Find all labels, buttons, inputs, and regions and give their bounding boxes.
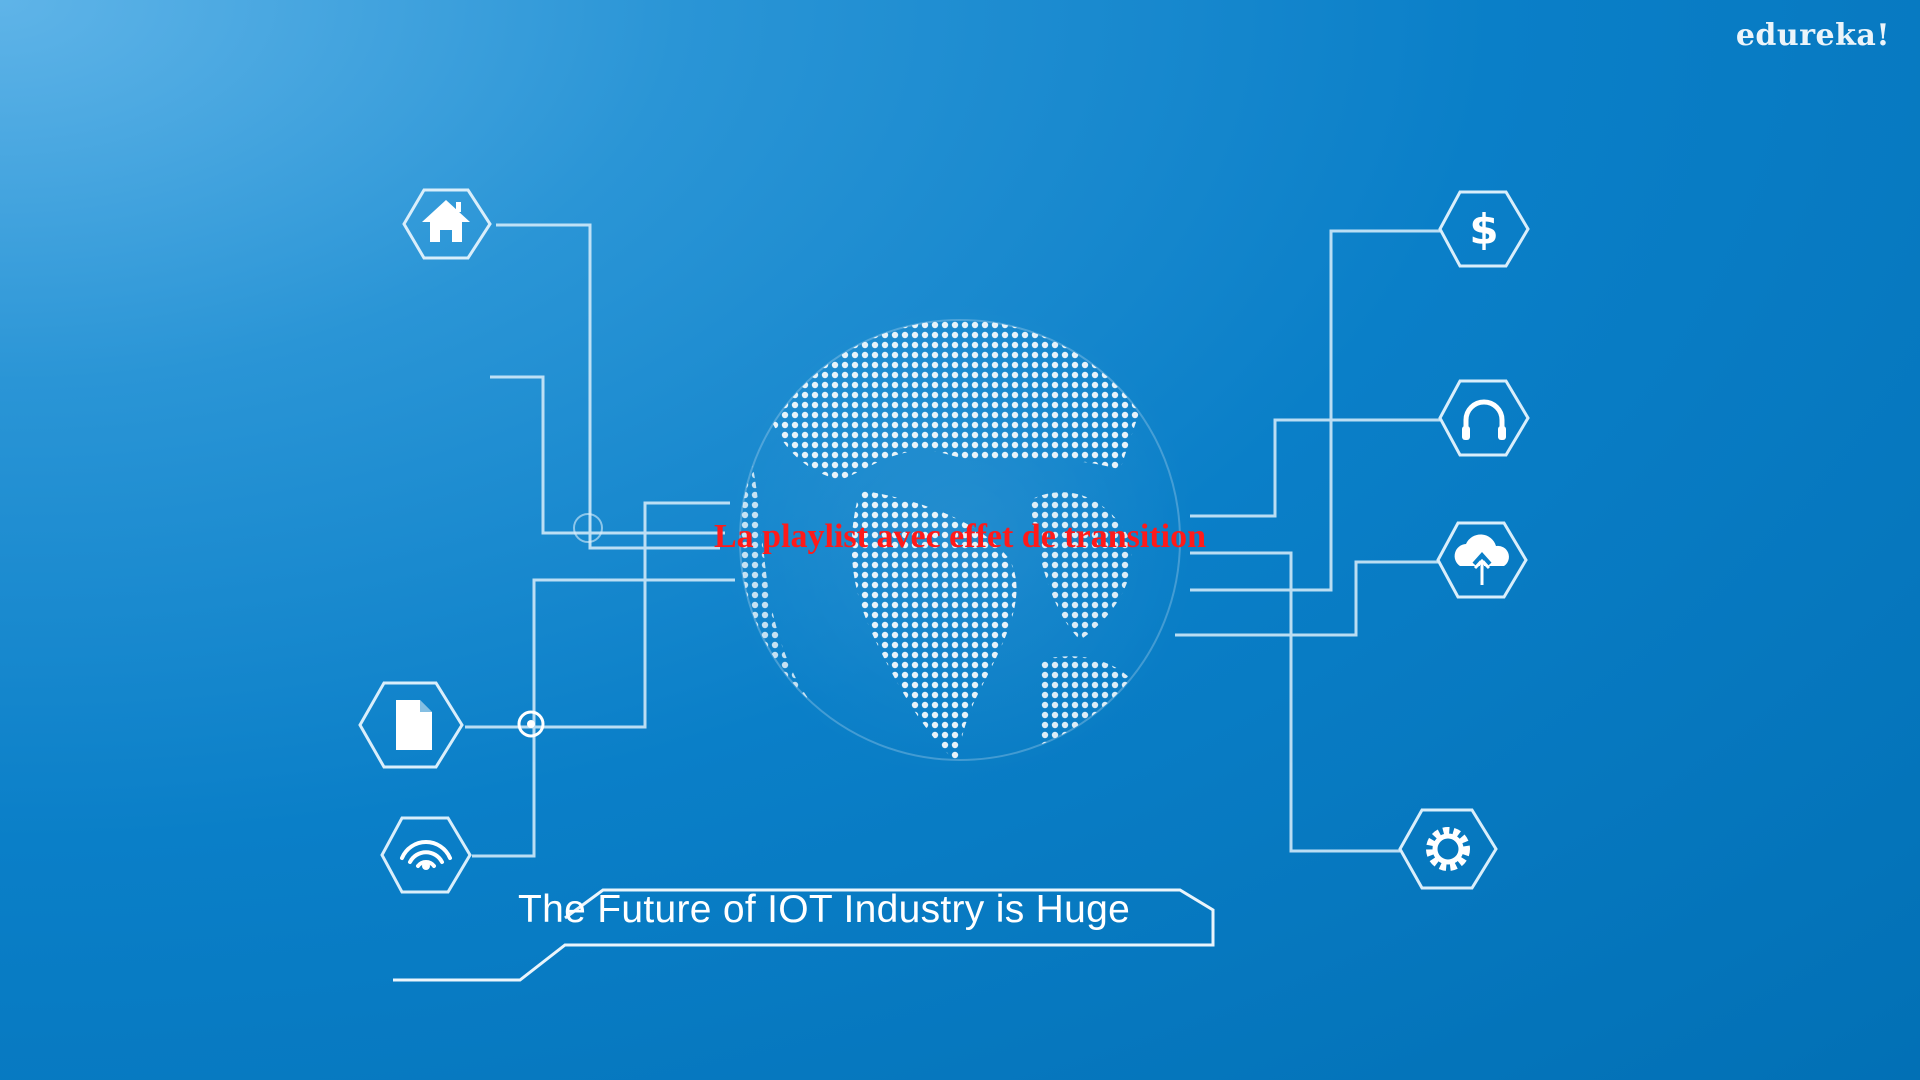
hex-dollar: $ <box>1438 190 1530 268</box>
line-wifi <box>472 578 735 858</box>
tagline-text: The Future of IOT Industry is Huge <box>518 888 1131 931</box>
hex-gear <box>1398 808 1498 890</box>
line-headphones <box>1190 418 1440 518</box>
node-left-upper <box>573 513 603 543</box>
document-icon <box>396 700 432 750</box>
line-cloud <box>1175 560 1440 637</box>
cloud-upload-icon <box>1454 534 1509 585</box>
home-icon <box>422 200 470 242</box>
line-home <box>496 223 720 550</box>
edureka-logo: edureka! <box>1735 18 1890 53</box>
hex-headphones <box>1438 379 1530 457</box>
line-dollar <box>1190 229 1440 592</box>
playlist-caption: La playlist avec effet de transition <box>714 518 1206 555</box>
line-document <box>465 501 730 729</box>
headphones-icon <box>1462 399 1506 440</box>
hex-cloud <box>1436 521 1528 599</box>
wifi-icon <box>400 840 452 870</box>
line-left-upper <box>490 375 725 535</box>
dollar-icon: $ <box>1469 205 1498 254</box>
line-gear <box>1190 551 1400 853</box>
hex-home <box>402 188 492 260</box>
node-document <box>517 710 545 738</box>
hex-wifi <box>380 816 472 894</box>
tagline-frame <box>393 888 1215 982</box>
circuit-lines <box>465 223 1440 858</box>
globe <box>720 300 1200 780</box>
hex-document <box>358 681 464 769</box>
gear-icon <box>1426 827 1470 871</box>
